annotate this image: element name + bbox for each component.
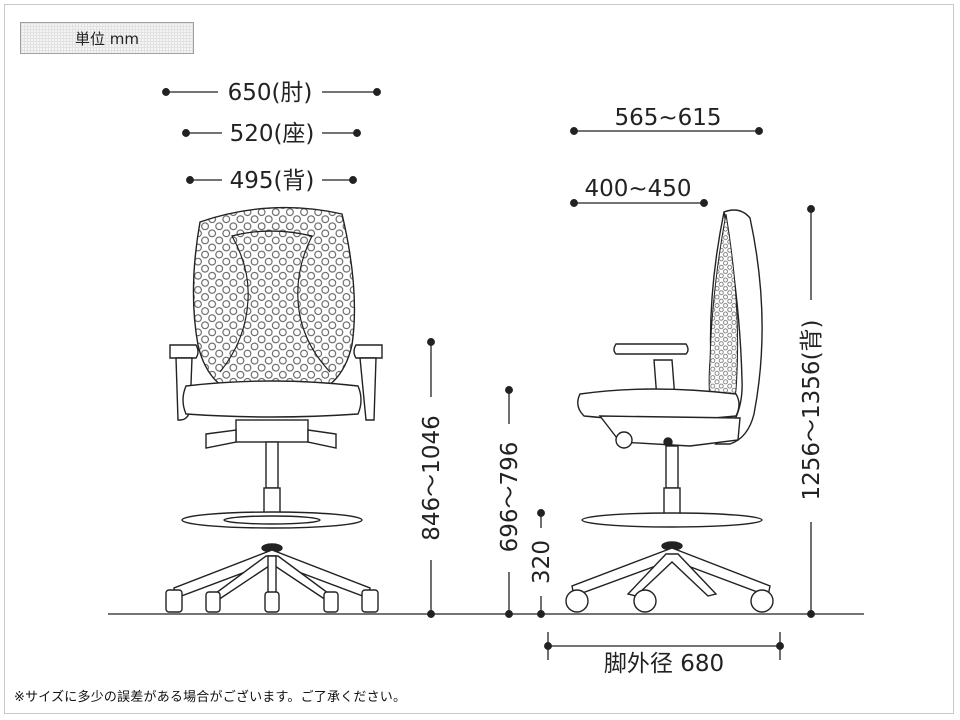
overall-depth-label: 565~615 [614, 105, 721, 131]
back-width-label: 495(背) [230, 168, 315, 194]
back-height-label: 1256～1356(背) [799, 319, 825, 500]
footrest-height-label: 320 [529, 540, 555, 584]
tolerance-note: ※サイズに多少の誤差がある場合がございます。ご了承ください。 [14, 690, 407, 705]
seat-height-label: 696～796 [497, 442, 523, 553]
armrest-width-label: 650(肘) [228, 80, 313, 106]
seat-width-label: 520(座) [230, 121, 315, 147]
base-diameter-label: 脚外径 680 [604, 651, 724, 677]
page-frame [4, 4, 954, 714]
unit-label: 単位 mm [20, 22, 194, 54]
armrest-height-label: 846～1046 [419, 415, 445, 540]
chair-front-view [165, 206, 383, 613]
seat-depth-label: 400~450 [584, 176, 691, 202]
chair-side-view [565, 209, 774, 613]
